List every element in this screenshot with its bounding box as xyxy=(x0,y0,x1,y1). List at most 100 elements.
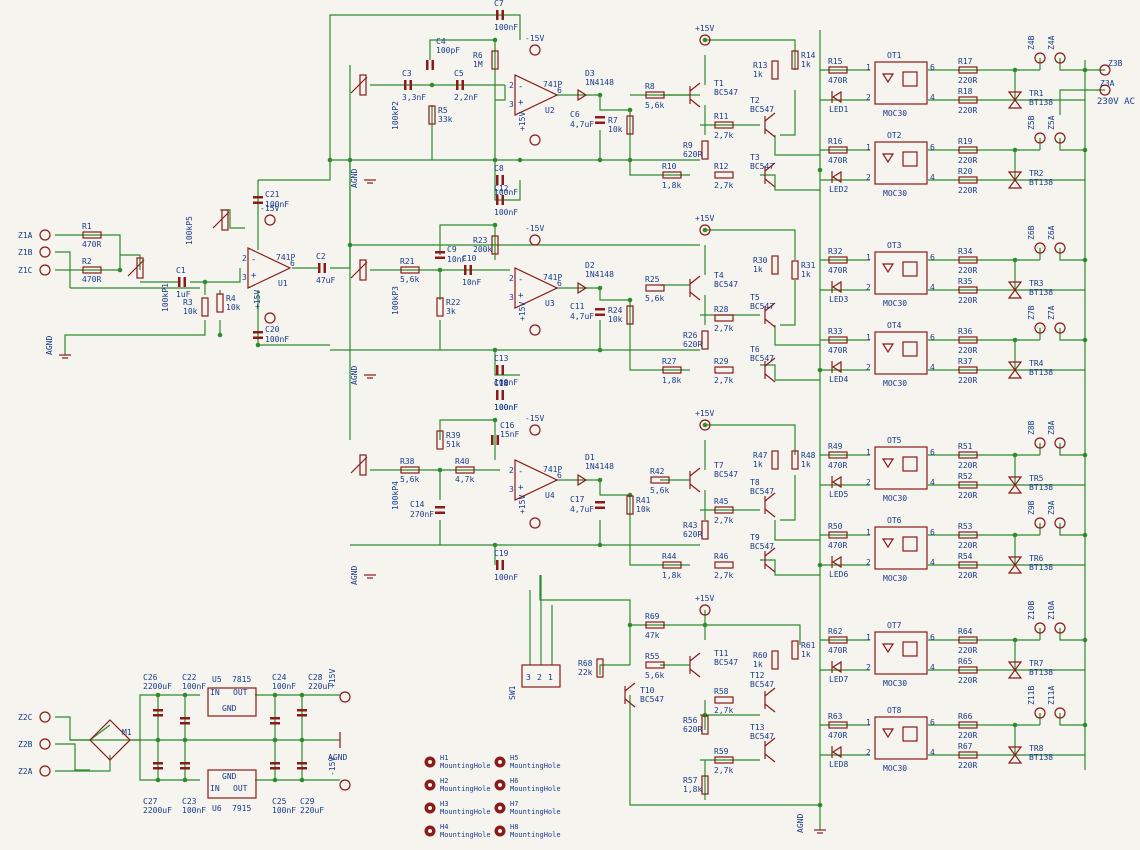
wire xyxy=(780,90,796,136)
value: BC547 xyxy=(714,470,738,479)
value: 100kP1 xyxy=(161,283,170,312)
pin: 4 xyxy=(930,663,935,672)
pin: 1 xyxy=(866,528,871,537)
junction xyxy=(597,92,603,98)
ref: Z2A xyxy=(18,767,33,776)
power-flag: +15V xyxy=(695,409,714,431)
wire xyxy=(774,520,820,541)
ref: C29 xyxy=(300,797,315,806)
pin: 4 xyxy=(930,363,935,372)
minus-sign: - xyxy=(251,255,256,265)
pin: 2 xyxy=(866,283,871,292)
wire xyxy=(55,743,90,771)
value: 2,7k xyxy=(714,181,733,190)
ref: R39 xyxy=(446,431,461,440)
ref: Z1A xyxy=(18,231,33,240)
wire xyxy=(439,419,495,440)
junction xyxy=(597,477,603,483)
power-flag: -15V xyxy=(328,757,351,791)
ref: D2 xyxy=(585,261,595,270)
value: 100nF xyxy=(494,403,518,412)
junction xyxy=(272,777,278,783)
power-flag: -15V xyxy=(525,34,544,56)
value: 2,7k xyxy=(714,131,733,140)
ref: T4 xyxy=(714,271,724,280)
wire xyxy=(780,280,796,326)
power-label: +15V xyxy=(695,214,714,223)
diode-d1 xyxy=(577,473,588,487)
wire xyxy=(760,174,820,191)
junction xyxy=(597,157,603,163)
ground-label: AGND xyxy=(350,366,359,385)
wire xyxy=(329,14,521,160)
ref: TR7 xyxy=(1029,659,1044,668)
power-flag: +15V xyxy=(695,594,714,616)
junction xyxy=(597,285,603,291)
value: 10k xyxy=(183,307,198,316)
pin: 3 xyxy=(509,485,514,494)
pin: OUT xyxy=(233,688,248,697)
pin: 6 xyxy=(930,633,935,642)
wire xyxy=(774,135,820,156)
ref: T11 xyxy=(714,649,729,658)
value: 1k xyxy=(801,460,811,469)
ref: C19 xyxy=(494,549,509,558)
ref: R61 xyxy=(801,641,816,650)
ref: R15 xyxy=(828,57,843,66)
pin: 3 xyxy=(509,100,514,109)
value: 220uF xyxy=(308,682,332,691)
wire xyxy=(1059,138,1085,151)
pin: 1 xyxy=(866,448,871,457)
ref: Z7B xyxy=(1027,305,1036,320)
value: 4,7uF xyxy=(570,505,594,514)
pin: 6 xyxy=(930,718,935,727)
junction xyxy=(492,157,498,163)
value: 200k xyxy=(473,245,492,254)
ref: R58 xyxy=(714,687,729,696)
value: MountingHole xyxy=(510,762,561,770)
pin: 2 xyxy=(866,173,871,182)
value: 1k xyxy=(753,460,763,469)
ref: R62 xyxy=(828,627,843,636)
value: BC547 xyxy=(750,487,774,496)
value: BT138 xyxy=(1029,668,1053,677)
ref: R54 xyxy=(958,552,973,561)
ref: LED1 xyxy=(829,105,848,114)
ref: R12 xyxy=(714,162,729,171)
ref: R17 xyxy=(958,57,973,66)
junction xyxy=(627,107,633,113)
junction xyxy=(155,737,161,743)
value: 7815 xyxy=(232,675,251,684)
wire xyxy=(1059,328,1085,341)
value: 100nF xyxy=(272,682,296,691)
ref: T8 xyxy=(750,478,760,487)
junction xyxy=(1012,337,1018,343)
ref: T7 xyxy=(714,461,724,470)
value: MOC30 xyxy=(883,494,907,503)
value: MOC30 xyxy=(883,299,907,308)
ref: SW1 xyxy=(508,685,517,700)
ref: C26 xyxy=(143,673,158,682)
wire xyxy=(555,479,630,496)
pin: 6 xyxy=(930,448,935,457)
